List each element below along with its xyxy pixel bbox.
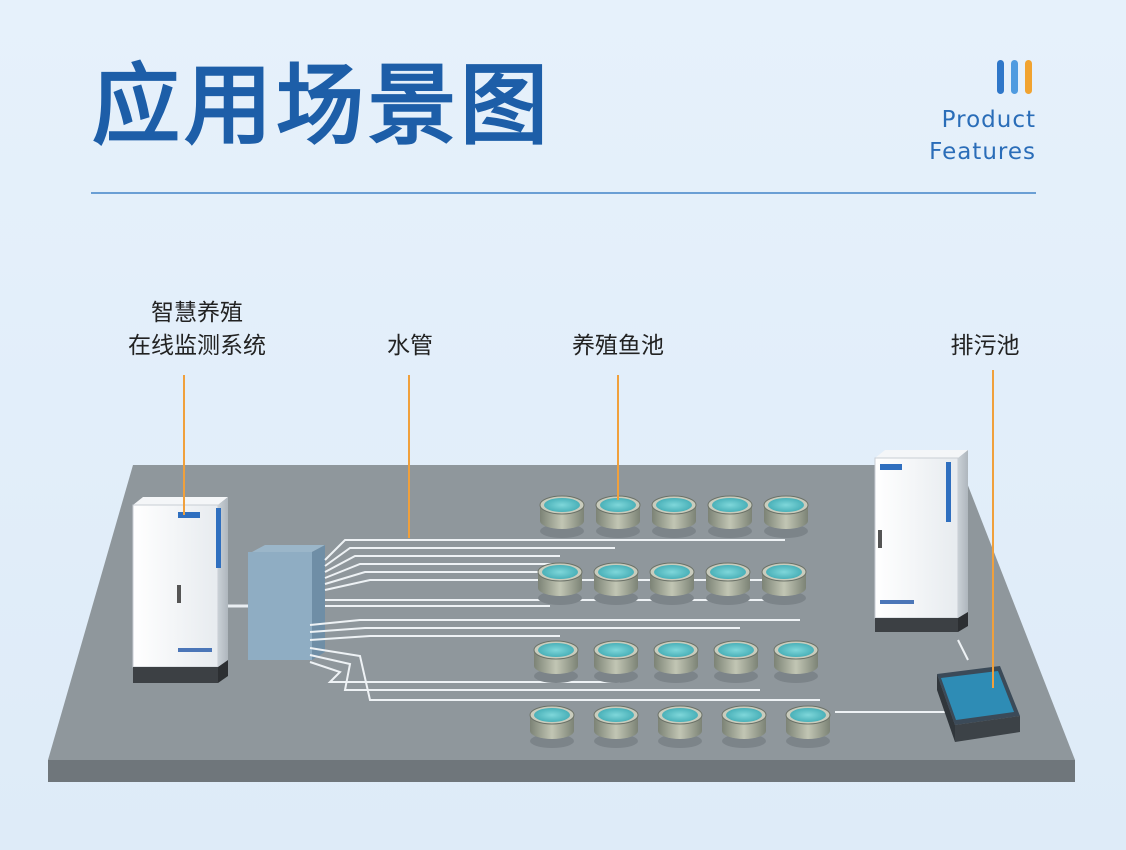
fish-pond bbox=[653, 640, 699, 683]
fish-pond bbox=[533, 640, 579, 683]
fish-pond bbox=[539, 495, 585, 538]
product-features-line1: Product bbox=[941, 107, 1036, 133]
label-fish-ponds: 养殖鱼池 bbox=[572, 333, 664, 359]
leader-lines bbox=[183, 370, 994, 688]
fish-pond bbox=[707, 495, 753, 538]
distribution-box bbox=[228, 545, 325, 660]
fish-pond bbox=[761, 562, 807, 605]
label-monitoring-system: 智慧养殖 在线监测系统 bbox=[112, 297, 282, 363]
fish-pond bbox=[773, 640, 819, 683]
monitoring-cabinet-left bbox=[132, 497, 228, 683]
label-system-line1: 智慧养殖 bbox=[151, 300, 243, 326]
fish-pond bbox=[537, 562, 583, 605]
brand-bars-icon bbox=[997, 60, 1037, 94]
fish-pond bbox=[593, 705, 639, 748]
fish-pond bbox=[649, 562, 695, 605]
fish-pond bbox=[595, 495, 641, 538]
fish-pond bbox=[721, 705, 767, 748]
fish-pond bbox=[705, 562, 751, 605]
fish-pond bbox=[785, 705, 831, 748]
label-sewage-pool: 排污池 bbox=[950, 333, 1020, 359]
fish-pond bbox=[593, 640, 639, 683]
monitoring-cabinet-right bbox=[874, 450, 968, 632]
label-water-pipe: 水管 bbox=[387, 333, 433, 359]
header-divider bbox=[91, 192, 1036, 194]
page-title: 应用场景图 bbox=[92, 54, 553, 157]
fish-pond bbox=[651, 495, 697, 538]
fish-pond bbox=[713, 640, 759, 683]
fish-pond bbox=[763, 495, 809, 538]
fish-pond bbox=[657, 705, 703, 748]
platform bbox=[48, 465, 1075, 782]
fish-ponds-grid bbox=[529, 495, 831, 748]
label-system-line2: 在线监测系统 bbox=[128, 333, 266, 359]
fish-pond bbox=[593, 562, 639, 605]
product-features-line2: Features bbox=[929, 139, 1036, 165]
fish-pond bbox=[529, 705, 575, 748]
sewage-pool bbox=[937, 666, 1020, 742]
product-features-heading: Product Features bbox=[929, 104, 1036, 168]
